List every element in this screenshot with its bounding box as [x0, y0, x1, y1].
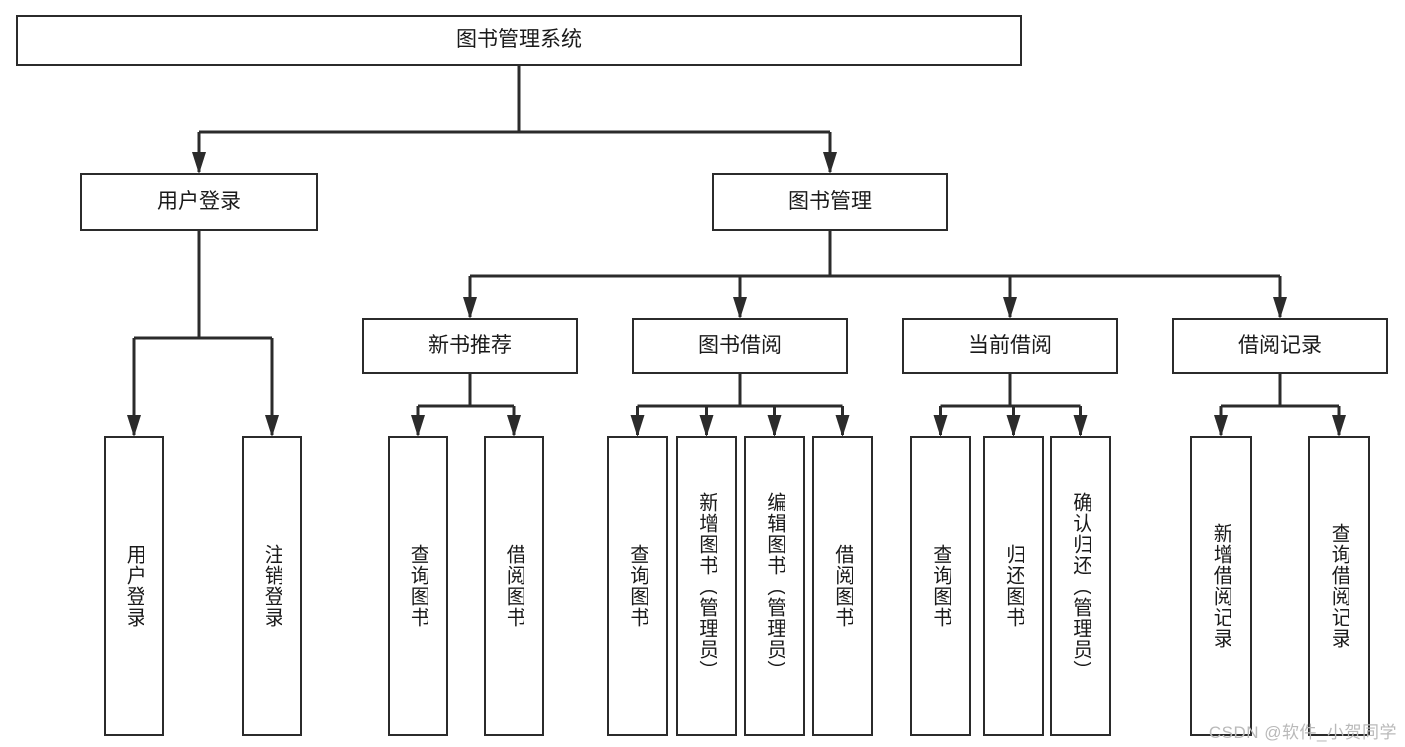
watermark: CSDN @软件_小贺同学: [1208, 723, 1397, 742]
node-book-manage[interactable]: 图书管理: [712, 173, 948, 231]
node-leaf-borrow-add-book[interactable]: 新增图书（管理员）: [676, 436, 737, 736]
node-label: 借阅记录: [1238, 333, 1322, 357]
node-leaf-user-login[interactable]: 用户登录: [104, 436, 164, 736]
node-label: 用户登录: [157, 189, 241, 213]
node-new-book-rec[interactable]: 新书推荐: [362, 318, 578, 374]
node-leaf-current-query-book[interactable]: 查询图书: [910, 436, 971, 736]
node-leaf-rec-query-book[interactable]: 查询图书: [388, 436, 448, 736]
node-label: 借阅图书: [503, 544, 525, 628]
node-current-borrow[interactable]: 当前借阅: [902, 318, 1118, 374]
node-leaf-borrow-query-book[interactable]: 查询图书: [607, 436, 668, 736]
node-leaf-record-query[interactable]: 查询借阅记录: [1308, 436, 1370, 736]
node-leaf-borrow-borrow-book[interactable]: 借阅图书: [812, 436, 873, 736]
node-leaf-rec-borrow-book[interactable]: 借阅图书: [484, 436, 544, 736]
node-label: 确认归还（管理员）: [1070, 491, 1091, 681]
node-leaf-record-add[interactable]: 新增借阅记录: [1190, 436, 1252, 736]
node-label: 用户登录: [123, 544, 145, 628]
node-label: 新书推荐: [428, 333, 512, 357]
node-leaf-user-logout[interactable]: 注销登录: [242, 436, 302, 736]
node-leaf-current-confirm-return[interactable]: 确认归还（管理员）: [1050, 436, 1111, 736]
node-leaf-borrow-edit-book[interactable]: 编辑图书（管理员）: [744, 436, 805, 736]
node-label: 编辑图书（管理员）: [764, 491, 785, 681]
node-label: 图书借阅: [698, 333, 782, 357]
node-root[interactable]: 图书管理系统: [16, 15, 1022, 66]
node-label: 查询图书: [407, 544, 429, 628]
node-label: 新增图书（管理员）: [696, 491, 717, 681]
node-label: 查询图书: [930, 544, 951, 628]
node-borrow-record[interactable]: 借阅记录: [1172, 318, 1388, 374]
node-book-borrow[interactable]: 图书借阅: [632, 318, 848, 374]
node-label: 图书管理: [788, 189, 872, 213]
node-label: 注销登录: [261, 544, 283, 628]
node-label: 新增借阅记录: [1210, 523, 1232, 649]
node-label: 查询图书: [627, 544, 648, 628]
node-leaf-current-return-book[interactable]: 归还图书: [983, 436, 1044, 736]
node-label: 查询借阅记录: [1328, 523, 1350, 649]
node-label: 借阅图书: [832, 544, 853, 628]
node-label: 当前借阅: [968, 333, 1052, 357]
node-user-login[interactable]: 用户登录: [80, 173, 318, 231]
node-label: 归还图书: [1003, 544, 1024, 628]
node-label: 图书管理系统: [456, 28, 582, 52]
